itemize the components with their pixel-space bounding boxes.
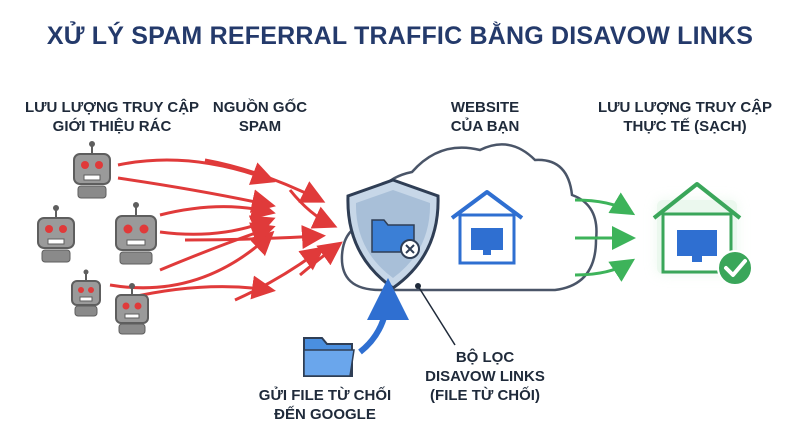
clean-arrows — [574, 192, 636, 282]
label-spam-traffic: LƯU LƯỢNG TRUY CẬP GIỚI THIỆU RÁC — [24, 99, 200, 135]
label-real-traffic: LƯU LƯỢNG TRUY CẬP THỰC TẾ (SẠCH) — [597, 99, 773, 135]
diagram-title: XỬ LÝ SPAM REFERRAL TRAFFIC BẰNG DISAVOW… — [46, 22, 754, 50]
label-spam-source: NGUỒN GỐC SPAM — [212, 99, 308, 135]
house-icon — [652, 182, 742, 274]
label-disavow-filter: BỘ LỌC DISAVOW LINKS (FILE TỪ CHỐI) — [425, 349, 545, 404]
spam-arrows-inbound — [109, 158, 276, 302]
house-icon — [450, 190, 524, 265]
spam-arrows-outbound — [184, 158, 343, 302]
spam-bot-icon — [37, 141, 157, 335]
send-arrow — [358, 278, 409, 355]
folder-icon — [303, 337, 355, 377]
check-icon — [717, 250, 753, 286]
label-your-website: WEBSITE CỦA BẠN — [450, 99, 520, 135]
filter-pointer — [417, 285, 456, 346]
folder-icon — [371, 219, 420, 259]
label-send-file: GỬI FILE TỪ CHỐI ĐẾN GOOGLE — [258, 387, 392, 423]
